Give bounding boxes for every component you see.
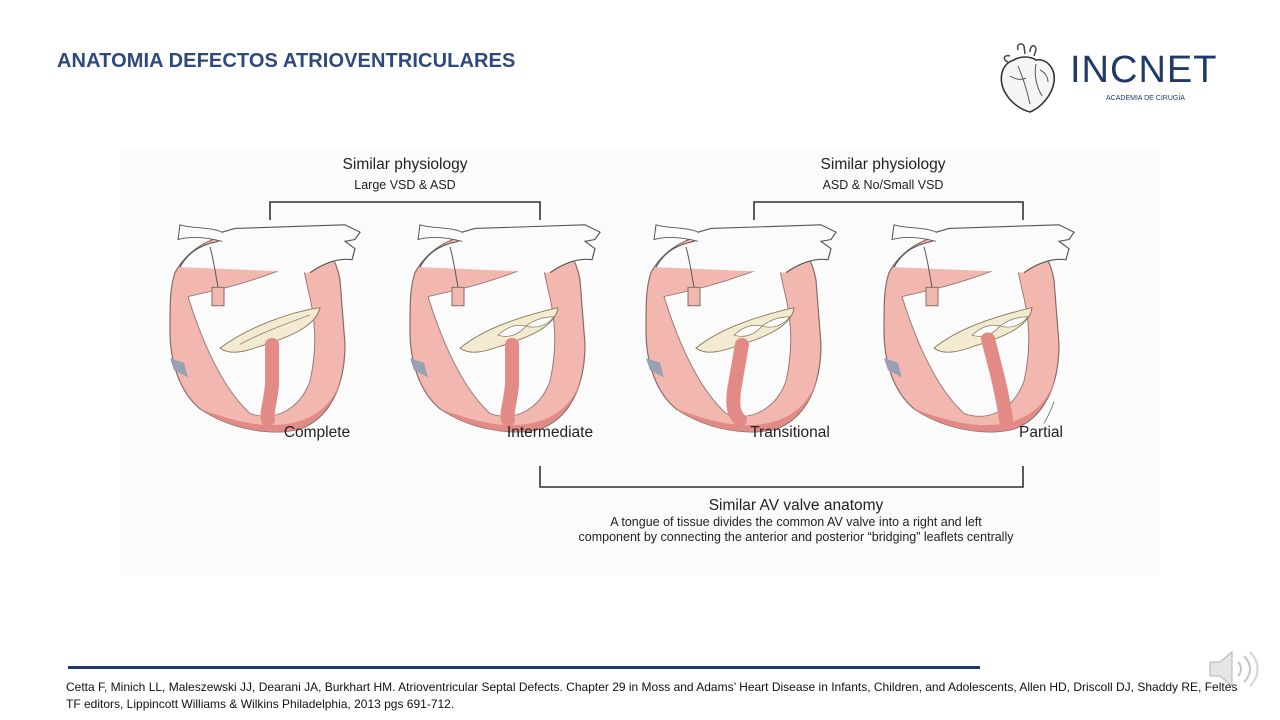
- group-subtitle-left: Large VSD & ASD: [354, 178, 456, 192]
- heart-partial: [883, 224, 1075, 433]
- group-title-left: Similar physiology: [342, 156, 468, 173]
- heart-intermediate: [409, 224, 601, 433]
- speaker-icon[interactable]: [1204, 646, 1260, 692]
- label-intermediate: Intermediate: [506, 424, 594, 441]
- logo-wordmark: INCNET: [1070, 49, 1218, 91]
- bottom-group-description-2: component by connecting the anterior and…: [578, 530, 1014, 544]
- label-partial: Partial: [1019, 424, 1063, 441]
- label-transitional: Transitional: [750, 424, 830, 441]
- group-subtitle-right: ASD & No/Small VSD: [822, 178, 944, 192]
- bottom-group-title: Similar AV valve anatomy: [708, 497, 884, 514]
- group-title-right: Similar physiology: [820, 156, 946, 173]
- label-complete: Complete: [283, 424, 351, 441]
- anatomical-heart-icon: [1000, 43, 1056, 113]
- heart-complete: [169, 224, 361, 433]
- avsd-diagram: [169, 201, 1075, 488]
- bottom-group-description-1: A tongue of tissue divides the common AV…: [610, 515, 982, 529]
- logo-subtitle: ACADEMIA DE CIRUGÍA: [1106, 95, 1185, 102]
- group-bracket-bottom: [539, 466, 1024, 488]
- incnet-logo: INCNET ACADEMIA DE CIRUGÍA: [996, 42, 1232, 116]
- slide-title: ANATOMIA DEFECTOS ATRIOVENTRICULARES: [57, 50, 516, 72]
- heart-transitional: [645, 224, 837, 433]
- footer-divider: [68, 666, 980, 669]
- avsd-figure: Similar physiology Large VSD & ASD Simil…: [120, 148, 1160, 576]
- group-bracket-left: [269, 201, 541, 220]
- group-bracket-right: [753, 201, 1024, 220]
- citation: Cetta F, Minich LL, Maleszewski JJ, Dear…: [66, 680, 1238, 711]
